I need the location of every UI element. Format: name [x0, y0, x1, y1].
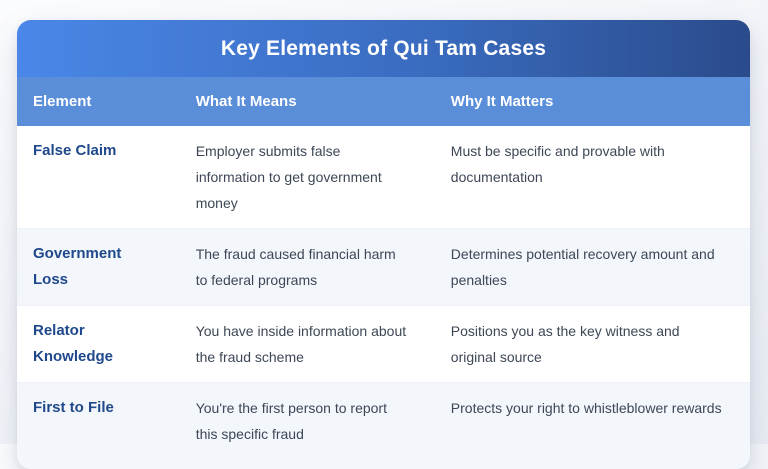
why-it-matters-cell: Positions you as the key witness and ori… — [435, 306, 750, 383]
why-it-matters-cell: Determines potential recovery amount and… — [435, 229, 750, 306]
element-label: Relator Knowledge — [17, 306, 180, 383]
table-title: Key Elements of Qui Tam Cases — [221, 37, 546, 61]
table-row: False Claim Employer submits false infor… — [17, 126, 750, 229]
qui-tam-table-card: Key Elements of Qui Tam Cases Element Wh… — [17, 20, 750, 469]
why-it-matters-cell: Must be specific and provable with docum… — [435, 126, 750, 229]
column-header-element: Element — [17, 77, 180, 126]
what-it-means-cell: The fraud caused financial harm to feder… — [180, 229, 435, 306]
why-it-matters-cell: Protects your right to whistleblower rew… — [435, 383, 750, 469]
table-row: Government Loss The fraud caused financi… — [17, 229, 750, 306]
qui-tam-elements-table: Element What It Means Why It Matters Fal… — [17, 77, 750, 469]
table-title-bar: Key Elements of Qui Tam Cases — [17, 20, 750, 77]
table-row: Relator Knowledge You have inside inform… — [17, 306, 750, 383]
what-it-means-cell: You have inside information about the fr… — [180, 306, 435, 383]
element-label: First to File — [17, 383, 180, 469]
element-label: False Claim — [17, 126, 180, 229]
column-header-what-it-means: What It Means — [180, 77, 435, 126]
column-header-why-it-matters: Why It Matters — [435, 77, 750, 126]
table-row: First to File You're the first person to… — [17, 383, 750, 469]
table-header-row: Element What It Means Why It Matters — [17, 77, 750, 126]
what-it-means-cell: You're the first person to report this s… — [180, 383, 435, 469]
what-it-means-cell: Employer submits false information to ge… — [180, 126, 435, 229]
element-label: Government Loss — [17, 229, 180, 306]
